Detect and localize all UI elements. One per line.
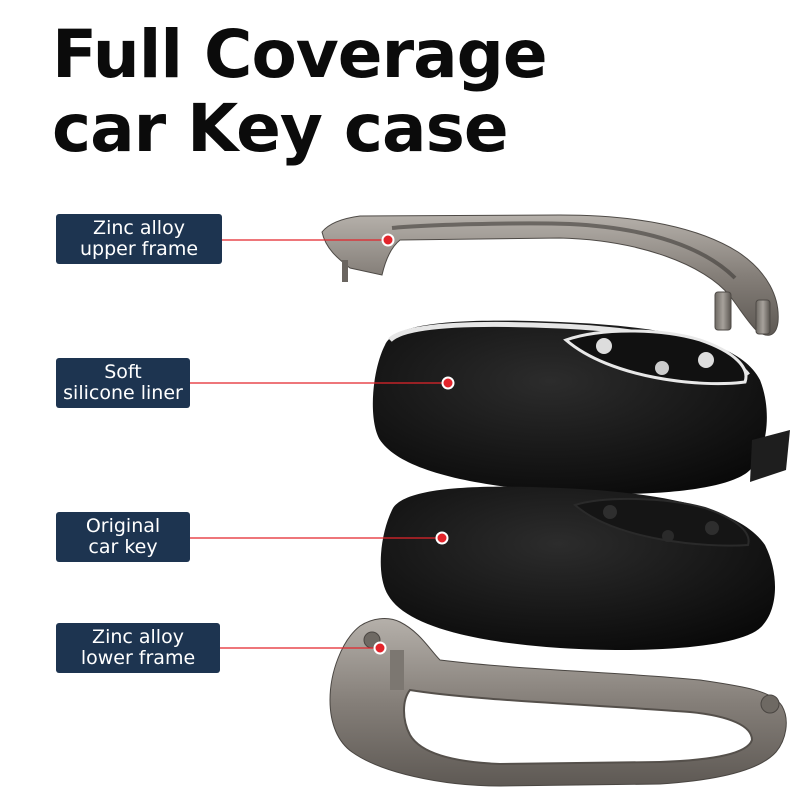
pointer-upper-frame <box>222 233 395 247</box>
pointer-lower-frame <box>220 641 387 655</box>
headline-line-1: Full Coverage <box>52 16 548 93</box>
headline: Full Coverage car Key case <box>52 16 548 167</box>
upper-frame <box>321 214 779 336</box>
pointer-original-car-key <box>190 531 449 545</box>
label-upper-frame: Zinc alloy upper frame <box>56 214 222 264</box>
label-original-car-key-line-2: car key <box>88 536 158 558</box>
label-lower-frame: Zinc alloy lower frame <box>56 623 220 673</box>
label-upper-frame-line-2: upper frame <box>79 238 199 260</box>
lower-frame <box>329 618 787 787</box>
label-lower-frame-line-1: Zinc alloy <box>92 626 184 648</box>
headline-line-2: car Key case <box>52 90 509 167</box>
silicone-liner <box>372 320 790 494</box>
label-original-car-key-line-1: Original <box>85 515 161 537</box>
label-lower-frame-line-2: lower frame <box>80 647 196 669</box>
pointer-silicone-liner <box>190 376 455 390</box>
label-upper-frame-line-1: Zinc alloy <box>93 217 185 239</box>
label-original-car-key: Original car key <box>56 512 190 562</box>
label-silicone-liner-line-1: Soft <box>104 361 142 383</box>
label-silicone-liner-line-2: silicone liner <box>63 382 183 404</box>
label-silicone-liner: Soft silicone liner <box>56 358 190 408</box>
original-car-key <box>380 486 776 650</box>
